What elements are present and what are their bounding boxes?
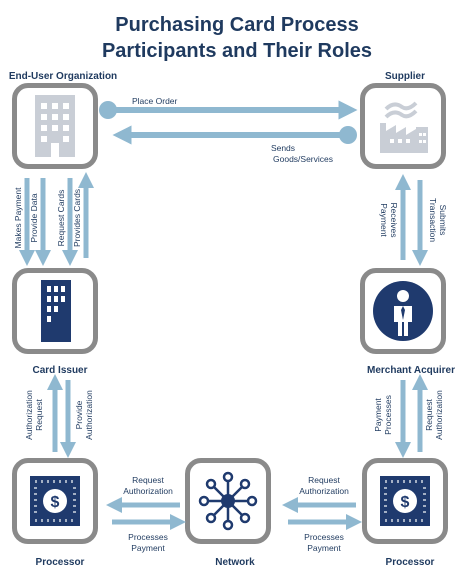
end-user-box bbox=[12, 83, 98, 169]
title-line-2: Participants and Their Roles bbox=[101, 40, 373, 62]
businessman-icon bbox=[373, 281, 433, 341]
right-authorization-label: Authorization bbox=[299, 486, 349, 496]
ma-authorization-label: Authorization bbox=[434, 390, 444, 440]
request-label: Request bbox=[34, 399, 44, 431]
svg-text:$: $ bbox=[401, 494, 410, 511]
transaction-label: Transaction bbox=[428, 198, 438, 242]
left-payment-label: Payment bbox=[131, 543, 165, 553]
merchant-acquirer-label: Merchant Acquirer bbox=[367, 365, 455, 376]
sends-label: Sends bbox=[271, 143, 295, 153]
request-cards-label: Request Cards bbox=[56, 190, 66, 247]
network-label: Network bbox=[215, 557, 255, 568]
processor-left-label: Processor bbox=[35, 557, 85, 568]
card-issuer-box bbox=[12, 268, 98, 354]
provide-authorization-label: Authorization bbox=[84, 390, 94, 440]
goods-services-label: Goods/Services bbox=[273, 154, 333, 164]
right-processes-label: Processes bbox=[304, 532, 344, 542]
network-hub-icon bbox=[198, 471, 258, 531]
bank-building-icon bbox=[41, 280, 71, 342]
supplier-label: Supplier bbox=[384, 71, 425, 82]
svg-text:$: $ bbox=[51, 494, 60, 511]
provide-data-label: Provide Data bbox=[29, 193, 39, 242]
left-request-label: Request bbox=[132, 475, 164, 485]
processor-left-box: $ bbox=[12, 458, 98, 544]
title-line-1: Purchasing Card Process bbox=[115, 14, 359, 36]
receives-payment-label: Payment bbox=[379, 203, 389, 237]
processor-right-label: Processor bbox=[385, 557, 435, 568]
left-authorization-label: Authorization bbox=[123, 486, 173, 496]
ma-request-label: Request bbox=[424, 399, 434, 431]
authorization-label: Authorization bbox=[24, 390, 34, 440]
network-box bbox=[185, 458, 271, 544]
end-user-label: End-User Organization bbox=[8, 71, 118, 82]
right-request-label: Request bbox=[308, 475, 340, 485]
card-issuer-label: Card Issuer bbox=[32, 365, 88, 376]
merchant-acquirer-box bbox=[360, 268, 446, 354]
receives-label: Receives bbox=[389, 203, 399, 238]
submits-label: Submits bbox=[438, 205, 448, 236]
place-order-label: Place Order bbox=[132, 96, 178, 106]
dollar-chip-icon: $ bbox=[30, 476, 80, 526]
dollar-chip-icon: $ bbox=[380, 476, 430, 526]
provides-cards-label: Provides Cards bbox=[72, 189, 82, 247]
left-processes-label: Processes bbox=[128, 532, 168, 542]
factory-icon bbox=[380, 101, 428, 153]
supplier-box bbox=[360, 83, 446, 169]
provide-label: Provide bbox=[74, 400, 84, 429]
ma-processes-label: Processes bbox=[383, 395, 393, 435]
right-payment-label: Payment bbox=[307, 543, 341, 553]
office-building-icon bbox=[35, 95, 75, 157]
ma-payment-label: Payment bbox=[373, 398, 383, 432]
processor-right-box: $ bbox=[362, 458, 448, 544]
makes-payment-label: Makes Payment bbox=[13, 187, 23, 249]
